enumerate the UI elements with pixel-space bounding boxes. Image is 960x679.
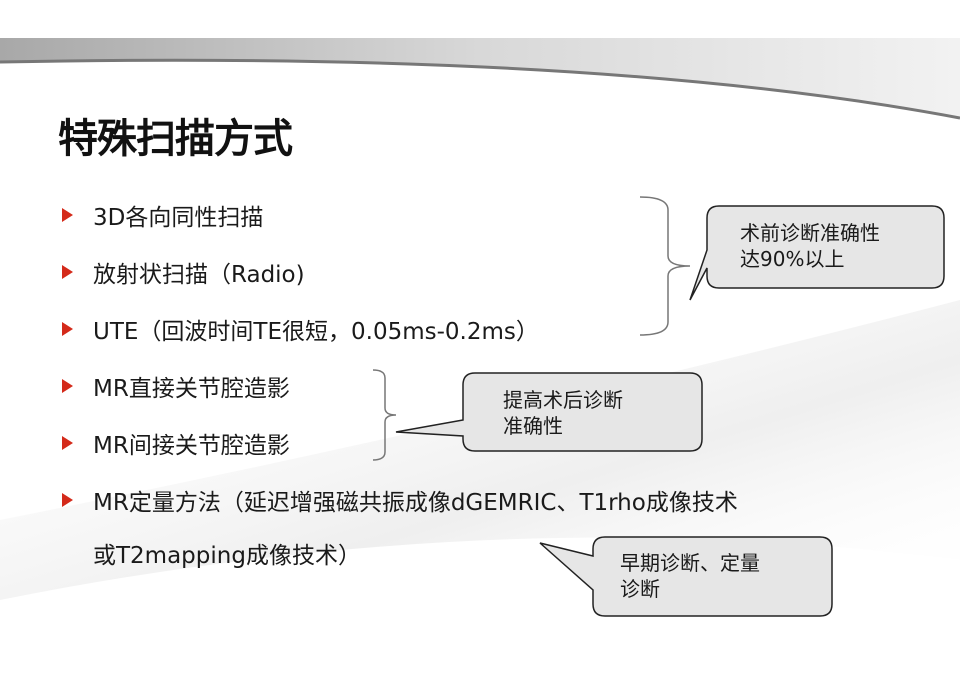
bracket-2 [372,369,397,461]
bullet-arrow-icon [62,265,73,279]
bullet-item: MR直接关节腔造影 [62,369,290,403]
bullet-arrow-icon [62,436,73,450]
callout-3-shape [539,536,833,617]
bracket-1 [639,196,691,336]
callout-line: 准确性 [503,414,563,438]
callout-2: 提高术后诊断 准确性 [503,387,623,439]
bullet-item: MR间接关节腔造影 [62,426,290,460]
callout-line: 术前诊断准确性 [740,221,880,245]
bullet-arrow-icon [62,208,73,222]
callout-1-shape [689,205,945,301]
bullet-text: MR直接关节腔造影 [93,376,290,402]
callout-1: 术前诊断准确性 达90%以上 [740,220,880,272]
header-band [0,38,960,118]
bullet-item: MR定量方法（延迟增强磁共振成像dGEMRIC、T1rho成像技术 [62,483,738,517]
bullet-text: MR间接关节腔造影 [93,433,290,459]
bullet-text: 3D各向同性扫描 [93,205,264,231]
callout-line: 早期诊断、定量 [620,551,760,575]
callout-3: 早期诊断、定量 诊断 [620,550,760,602]
bullet-text: 放射状扫描（Radio) [93,262,305,288]
bullet-text: UTE（回波时间TE很短，0.05ms-0.2ms） [93,319,539,345]
slide-title: 特殊扫描方式 [58,116,293,162]
callout-2-shape [395,372,703,452]
header-curve [0,58,960,120]
callout-line: 诊断 [620,577,660,601]
bullet-arrow-icon [62,322,73,336]
bullet-arrow-icon [62,493,73,507]
bullet-item: UTE（回波时间TE很短，0.05ms-0.2ms） [62,312,539,346]
bullet-item: 放射状扫描（Radio) [62,255,305,289]
bullet-continuation: 或T2mapping成像技术） [93,543,361,569]
bullet-arrow-icon [62,379,73,393]
callout-line: 提高术后诊断 [503,388,623,412]
bullet-item: 3D各向同性扫描 [62,198,263,232]
bullet-text: MR定量方法（延迟增强磁共振成像dGEMRIC、T1rho成像技术 [93,490,738,516]
callout-line: 达90%以上 [740,247,845,271]
